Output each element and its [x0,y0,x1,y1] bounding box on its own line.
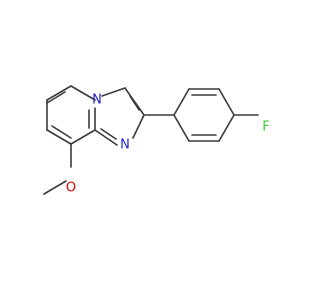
bond [46,85,72,101]
molecule-diagram: N N F O [43,85,270,196]
bond [124,87,145,116]
bond [94,129,118,146]
bond [70,129,96,145]
bond [132,114,145,139]
bond [173,88,190,116]
bond [51,125,72,139]
imidazole-nitrogen-label: N [120,138,130,153]
bond [173,114,190,142]
bond [101,87,126,97]
bond [46,91,66,104]
methoxy-oxygen-label: O [66,181,76,196]
structure-canvas: N N F O [43,85,270,196]
bond [46,129,72,145]
fluorine-label: F [262,120,269,135]
bond [43,180,67,195]
ring-nitrogen-label: N [92,93,102,108]
bond [129,95,140,111]
bond [218,88,235,116]
bond [218,114,235,142]
bond [70,85,96,101]
bond [100,128,117,140]
